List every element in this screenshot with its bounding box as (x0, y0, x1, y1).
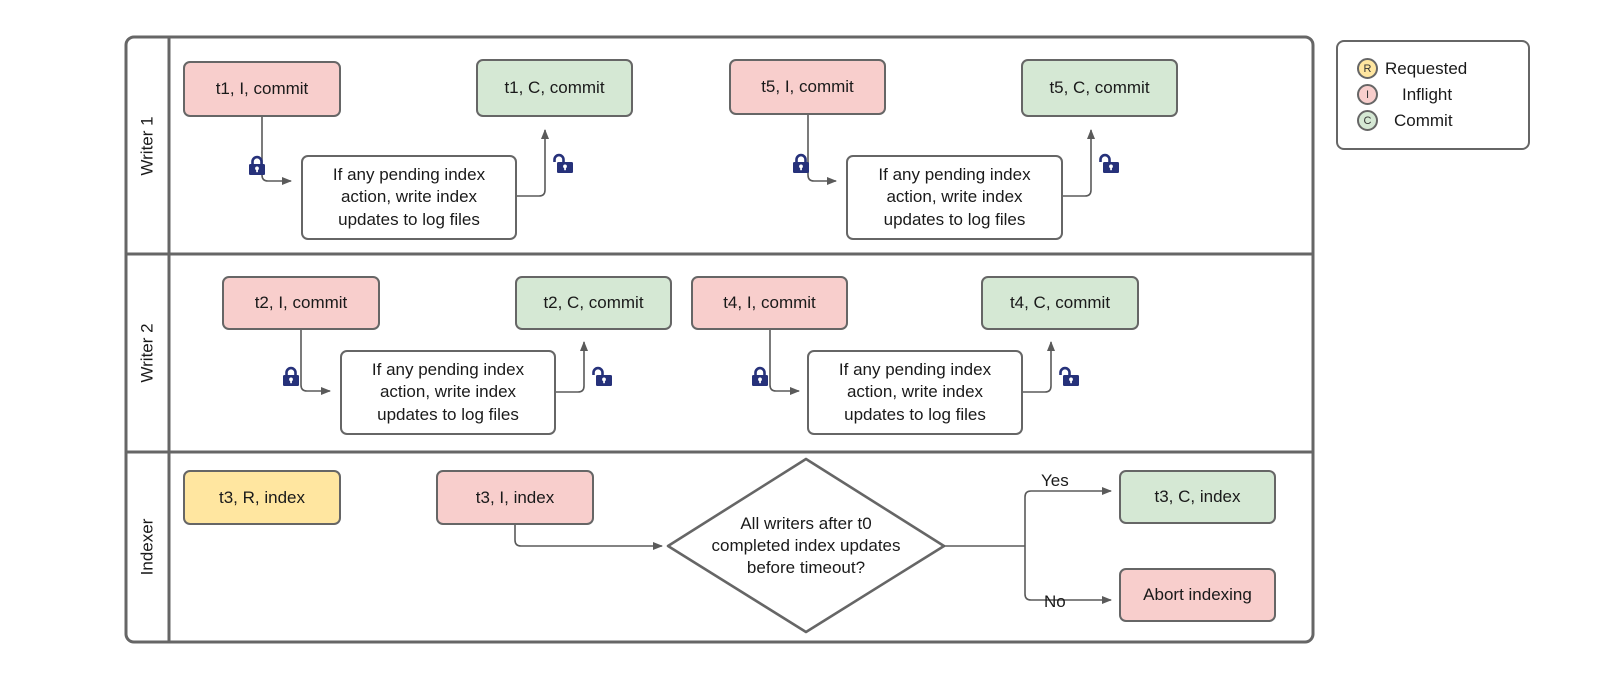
lock-closed-icon (749, 366, 771, 388)
lane-label-indexer: Indexer (126, 452, 169, 642)
legend-badge-requested: R (1357, 58, 1378, 79)
lock-closed-icon (246, 155, 268, 177)
legend-label-inflight: Inflight (1402, 84, 1453, 104)
node-t3-requested[interactable]: t3, R, index (183, 470, 341, 525)
lane-label-indexer-text: Indexer (137, 518, 157, 576)
edge-label-yes: Yes (1041, 471, 1069, 490)
decision-line-2: completed index updates (711, 535, 901, 555)
lock-closed-icon (790, 153, 812, 175)
lane-label-writer1-text: Writer 1 (137, 115, 157, 176)
decision-label: All writers after t0 completed index upd… (686, 505, 926, 587)
decision-line-3: before timeout? (746, 558, 866, 578)
node-writer2-process-a[interactable]: If any pending index action, write index… (340, 350, 556, 435)
lane-label-writer2-text: Writer 2 (137, 323, 157, 383)
decision-line-1: All writers after t0 (740, 513, 872, 533)
lock-open-icon (1098, 153, 1120, 175)
node-t4-commit[interactable]: t4, C, commit (981, 276, 1139, 330)
node-writer2-process-b[interactable]: If any pending index action, write index… (807, 350, 1023, 435)
lock-open-icon (552, 153, 574, 175)
node-t1-commit[interactable]: t1, C, commit (476, 59, 633, 117)
legend-label-requested: Requested (1385, 58, 1468, 78)
node-abort-indexing[interactable]: Abort indexing (1119, 568, 1276, 622)
node-writer1-process-a[interactable]: If any pending index action, write index… (301, 155, 517, 240)
node-t5-commit[interactable]: t5, C, commit (1021, 59, 1178, 117)
node-t5-inflight[interactable]: t5, I, commit (729, 59, 886, 115)
lane-label-writer1: Writer 1 (126, 37, 169, 254)
node-writer1-process-b[interactable]: If any pending index action, write index… (846, 155, 1063, 240)
legend-item-inflight: I Inflight (1357, 84, 1452, 105)
node-t2-commit[interactable]: t2, C, commit (515, 276, 672, 330)
legend-panel: R Requested I Inflight C Commit (1336, 40, 1530, 150)
lock-open-icon (591, 366, 613, 388)
legend-badge-inflight: I (1357, 84, 1378, 105)
node-t4-inflight[interactable]: t4, I, commit (691, 276, 848, 330)
lock-open-icon (1058, 366, 1080, 388)
edge-label-no: No (1044, 592, 1066, 611)
lane-label-writer2: Writer 2 (126, 254, 169, 452)
legend-item-requested: R Requested (1357, 58, 1467, 79)
lock-closed-icon (280, 366, 302, 388)
legend-item-commit: C Commit (1357, 110, 1453, 131)
legend-label-commit: Commit (1394, 110, 1453, 130)
node-t1-inflight[interactable]: t1, I, commit (183, 61, 341, 117)
legend-badge-commit: C (1357, 110, 1378, 131)
node-t2-inflight[interactable]: t2, I, commit (222, 276, 380, 330)
node-t3-commit[interactable]: t3, C, index (1119, 470, 1276, 524)
node-t3-inflight[interactable]: t3, I, index (436, 470, 594, 525)
